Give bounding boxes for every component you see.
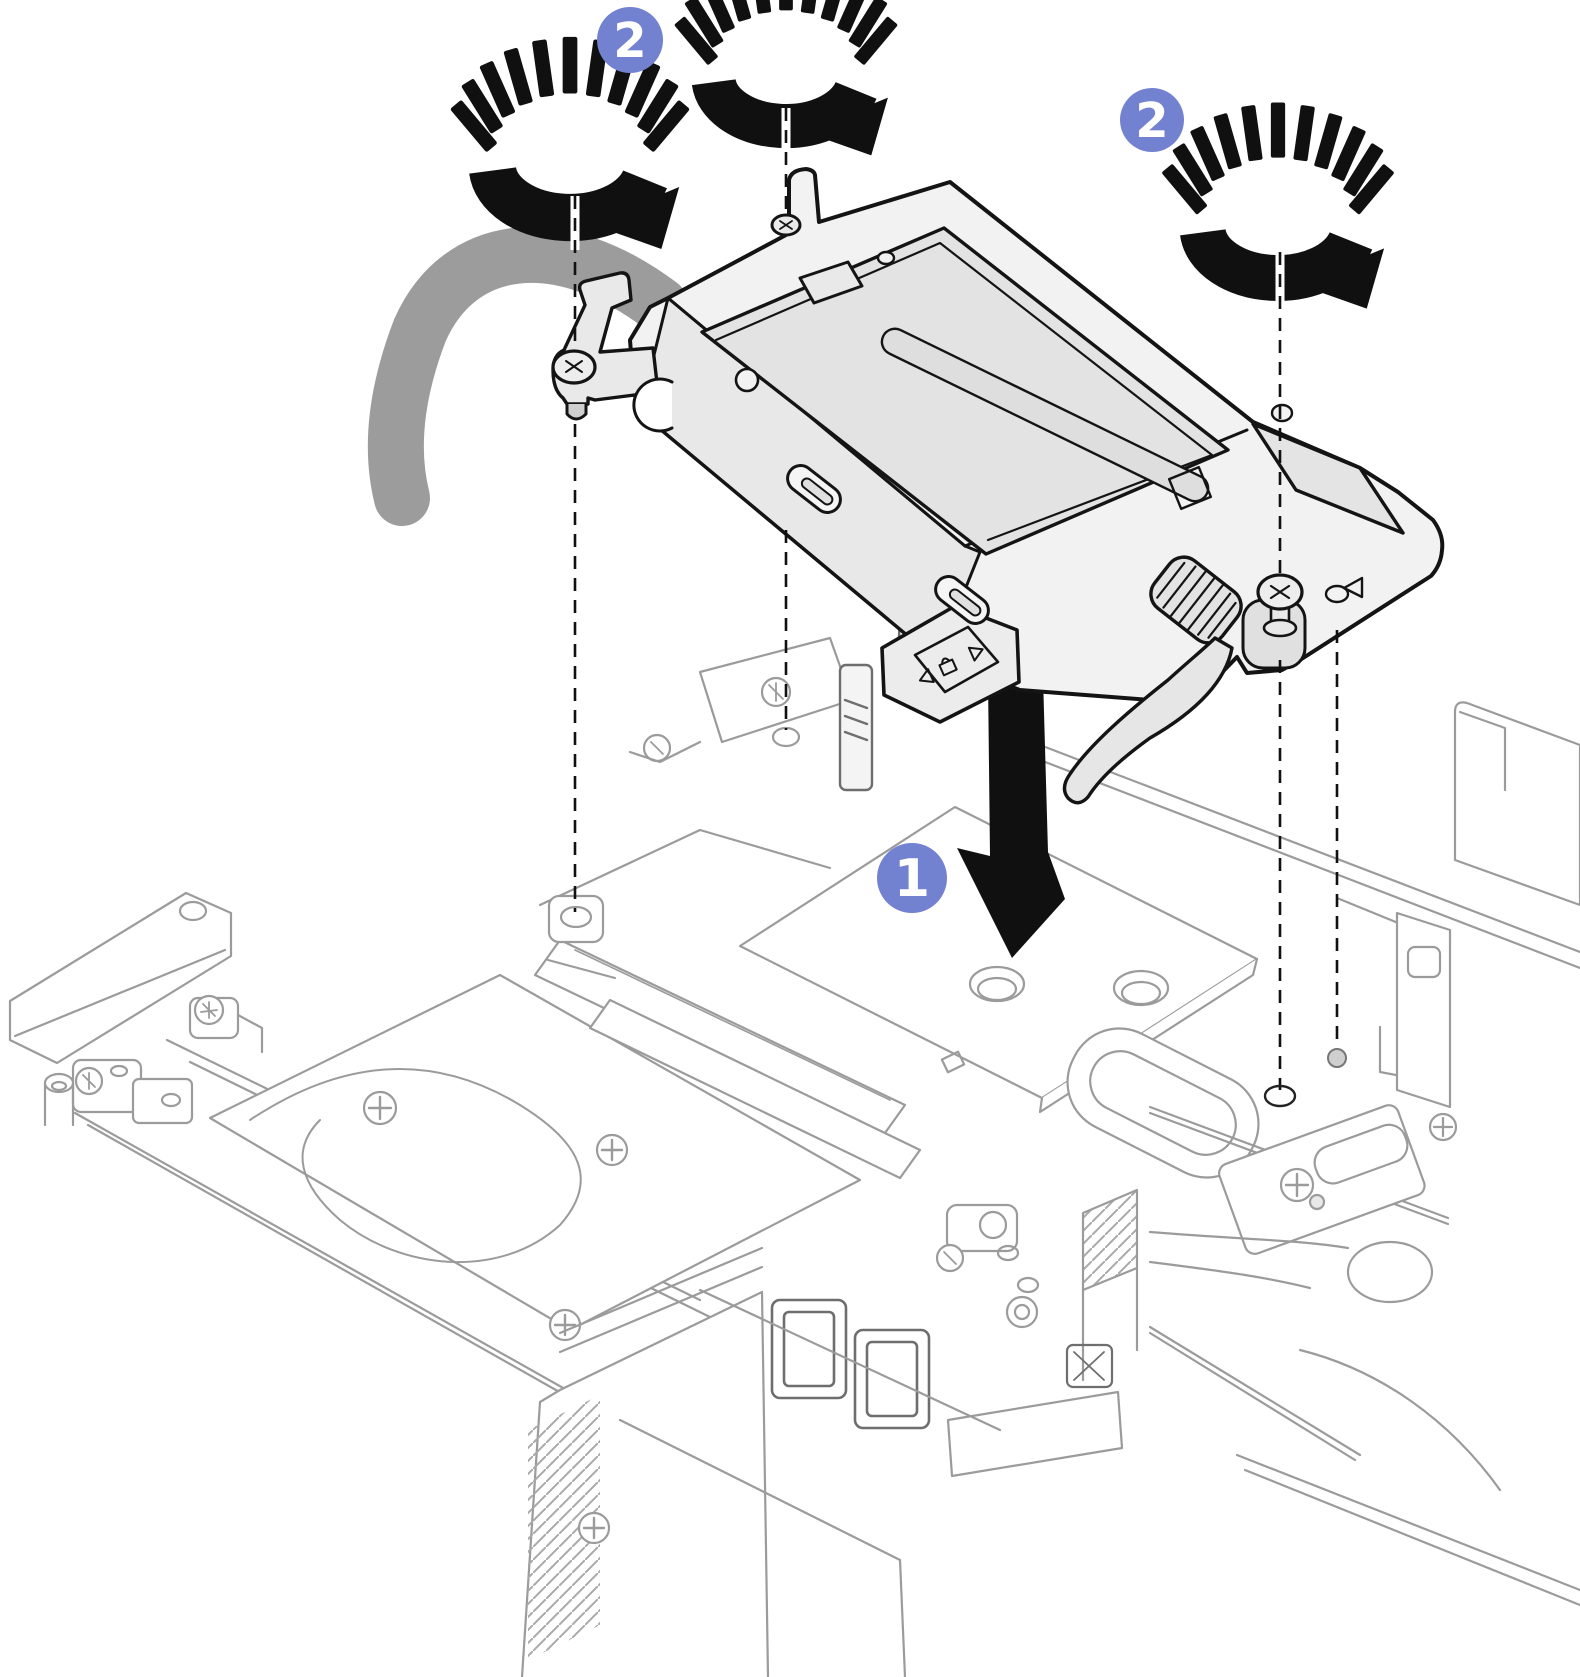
- press-down-arrow-icon: [957, 677, 1065, 958]
- unlock-latch-icon: [918, 646, 984, 683]
- drive-cable: [367, 226, 688, 526]
- step-badges: 2 2 1: [597, 7, 1184, 913]
- screw-turn-icon-left: [450, 37, 690, 249]
- chassis: [8, 595, 1580, 1677]
- step-1-badge: 1: [877, 843, 947, 913]
- alignment-dashed-lines: [570, 108, 1347, 1108]
- drive-cage-assembly: [551, 167, 1445, 805]
- svg-text:2: 2: [613, 13, 646, 69]
- svg-text:2: 2: [1135, 93, 1168, 149]
- step-2-badge-right: 2: [1120, 88, 1184, 152]
- step-2-badge-left: 2: [597, 7, 663, 73]
- svg-text:1: 1: [894, 849, 930, 909]
